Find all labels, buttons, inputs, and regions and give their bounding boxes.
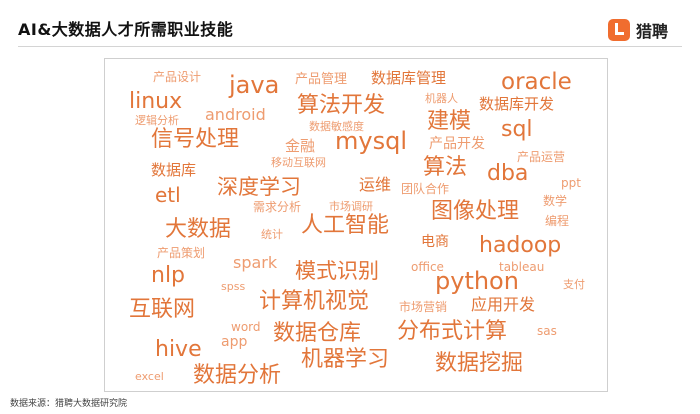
- word-cloud-term: 计算机视觉: [259, 289, 370, 314]
- word-cloud-term: 团队合作: [401, 182, 450, 196]
- word-cloud-term: spark: [233, 253, 278, 272]
- word-cloud-term: sas: [537, 324, 557, 338]
- word-cloud-term: 数据库开发: [479, 95, 555, 113]
- word-cloud-term: 金融: [285, 137, 316, 155]
- word-cloud-term: tableau: [499, 260, 545, 274]
- word-cloud-term: 市场调研: [329, 200, 373, 213]
- word-cloud-term: dba: [487, 161, 529, 186]
- word-cloud-term: 产品运营: [517, 150, 566, 164]
- word-cloud-term: 移动互联网: [271, 156, 326, 169]
- word-cloud-term: sql: [501, 117, 533, 142]
- word-cloud-term: mysql: [335, 127, 407, 155]
- word-cloud-term: 产品策划: [157, 246, 206, 260]
- word-cloud-term: 大数据: [165, 217, 232, 242]
- word-cloud-term: 支付: [563, 278, 585, 291]
- word-cloud-term: 逻辑分析: [135, 114, 179, 127]
- word-cloud-term: hive: [155, 337, 202, 362]
- word-cloud-term: 数据库管理: [371, 69, 447, 87]
- word-cloud-term: 数据敏感度: [309, 120, 364, 133]
- data-source-note: 数据来源：猎聘大数据研究院: [10, 399, 128, 409]
- word-cloud-term: python: [435, 267, 519, 295]
- word-cloud-term: 深度学习: [217, 175, 301, 199]
- word-cloud-term: 互联网: [129, 297, 196, 322]
- word-cloud-term: 运维: [359, 175, 392, 194]
- word-cloud-term: 机器学习: [301, 347, 390, 372]
- word-cloud-term: 数据仓库: [273, 321, 362, 346]
- word-cloud-term: java: [229, 71, 280, 99]
- word-cloud-term: 编程: [545, 214, 570, 228]
- word-cloud-term: linux: [129, 89, 183, 114]
- word-cloud-term: oracle: [501, 69, 572, 95]
- word-cloud-term: 产品开发: [429, 136, 485, 152]
- word-cloud-term: 模式识别: [295, 259, 379, 283]
- word-cloud-term: 产品管理: [295, 72, 348, 87]
- word-cloud-term: hadoop: [479, 233, 562, 258]
- word-cloud-term: 需求分析: [253, 200, 302, 214]
- word-cloud-term: 建模: [427, 109, 472, 134]
- word-cloud-term: app: [221, 334, 248, 350]
- word-cloud-term: nlp: [151, 263, 186, 288]
- word-cloud-term: 产品设计: [153, 70, 202, 84]
- word-cloud-term: 人工智能: [301, 213, 390, 238]
- word-cloud-term: 图像处理: [431, 199, 520, 224]
- word-cloud-term: 数学: [543, 194, 568, 208]
- word-cloud-term: 应用开发: [471, 295, 536, 314]
- word-cloud-term: etl: [155, 183, 181, 207]
- word-cloud-term: 算法: [423, 155, 468, 180]
- page-title: AI&大数据人才所需职业技能: [18, 20, 234, 39]
- brand-logo: 猎聘: [608, 18, 668, 42]
- word-cloud-term: 电商: [421, 234, 449, 250]
- word-cloud-term: 分布式计算: [397, 319, 508, 344]
- word-cloud-term: 算法开发: [297, 93, 386, 118]
- word-cloud-term: 数据分析: [193, 363, 282, 388]
- header-divider: [18, 46, 682, 47]
- word-cloud-term: spss: [221, 280, 246, 293]
- word-cloud-term: 统计: [261, 228, 283, 241]
- word-cloud-term: android: [205, 105, 266, 124]
- word-cloud-term: 市场营销: [399, 300, 448, 314]
- word-cloud-term: excel: [135, 370, 164, 383]
- word-cloud-term: 数据挖掘: [435, 351, 524, 376]
- word-cloud-term: 信号处理: [151, 127, 240, 152]
- word-cloud-term: office: [411, 260, 444, 274]
- liepin-logo-icon: [608, 19, 630, 41]
- word-cloud-term: word: [231, 320, 261, 334]
- word-cloud-term: 机器人: [425, 92, 458, 105]
- brand-name: 猎聘: [636, 22, 669, 41]
- word-cloud-term: 数据库: [151, 161, 197, 179]
- word-cloud-term: ppt: [561, 176, 581, 190]
